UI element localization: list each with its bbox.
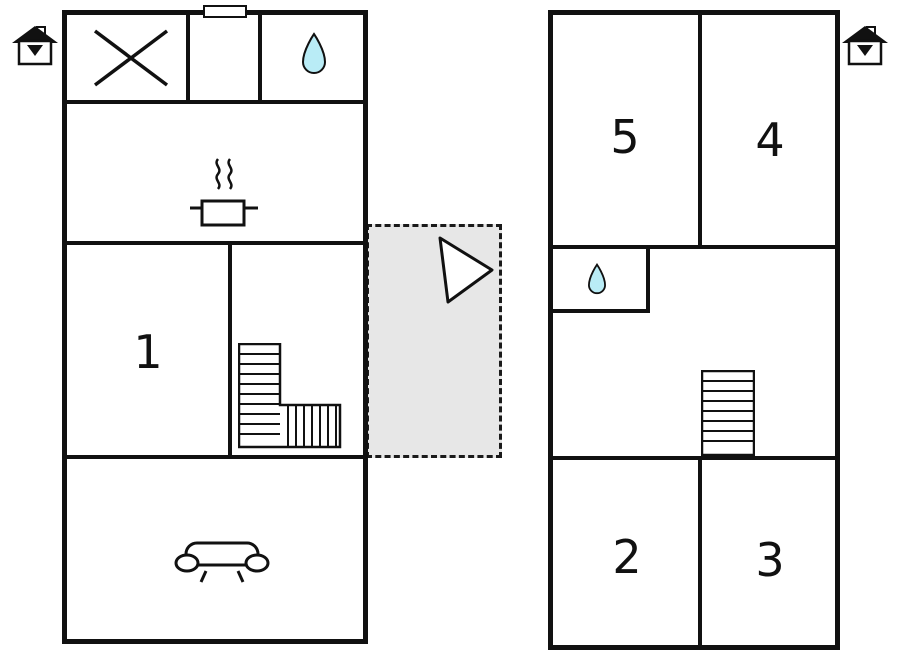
- wall: [67, 455, 363, 459]
- room-1-label: 1: [133, 325, 163, 379]
- wall: [67, 241, 363, 245]
- room-4-label: 4: [755, 113, 785, 167]
- house-entrance-icon: [12, 26, 58, 66]
- wall: [67, 100, 363, 104]
- room-3-label: 3: [755, 533, 785, 587]
- left-building: 1: [62, 5, 368, 644]
- water-drop-icon: [586, 263, 608, 297]
- right-building: 5 4 2 3: [548, 10, 840, 650]
- door-opening-marker: [203, 5, 247, 18]
- wall: [553, 309, 650, 313]
- house-entrance-icon: [842, 26, 888, 66]
- stairs-icon: [238, 343, 342, 449]
- wall: [553, 456, 835, 460]
- sofa-icon: [174, 533, 270, 587]
- stairs-icon: [701, 370, 755, 456]
- room-5-label: 5: [610, 110, 640, 164]
- room-2-label: 2: [612, 530, 642, 584]
- wall: [258, 15, 262, 100]
- stove-pot-icon: [182, 155, 264, 231]
- water-drop-icon: [299, 31, 329, 79]
- wall: [553, 245, 835, 249]
- wall: [698, 15, 702, 245]
- crossed-window-icon: [93, 29, 169, 87]
- wall: [698, 460, 702, 645]
- wall: [186, 15, 190, 100]
- wall: [228, 245, 232, 455]
- wall: [646, 249, 650, 309]
- north-arrow-icon: [434, 236, 496, 306]
